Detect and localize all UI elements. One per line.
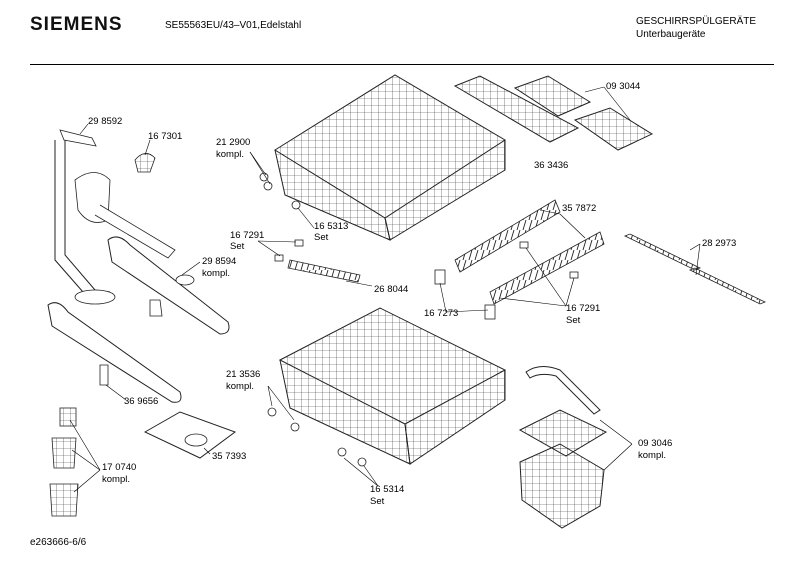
brand-logo: SIEMENS — [30, 14, 123, 35]
part-label-16-7291-b-sub: Set — [566, 315, 581, 326]
part-label-36-9656: 36 9656 — [124, 396, 159, 407]
lower-spray-arm — [47, 302, 182, 403]
part-label-16-7291-b: 16 7291 — [566, 303, 601, 314]
part-label-29-8592: 29 8592 — [88, 116, 123, 127]
filter-assembly — [49, 407, 79, 517]
part-label-16-5313: 16 5313 — [314, 221, 349, 232]
part-label-16-5314-sub: Set — [370, 496, 385, 507]
clip-parts — [274, 239, 579, 320]
upper-spray-arm — [107, 236, 230, 335]
part-label-35-7872: 35 7872 — [562, 203, 597, 214]
part-label-16-7291-a-sub: Set — [230, 241, 245, 252]
filter-cap-part — [134, 153, 156, 173]
part-label-09-3044: 09 3044 — [606, 81, 641, 92]
part-label-16-7301: 16 7301 — [148, 131, 183, 142]
part-label-21-3536: 21 3536 — [226, 369, 261, 380]
appliance-subcategory: Unterbaugeräte — [636, 29, 706, 40]
part-label-28-2973: 28 2973 — [702, 238, 737, 249]
part-label-36-3436: 36 3436 — [534, 160, 569, 171]
sieve-plate — [143, 411, 237, 459]
cutlery-basket — [518, 366, 608, 529]
tine-rows — [287, 199, 605, 305]
part-label-26-8044: 26 8044 — [374, 284, 409, 295]
upper-basket — [259, 74, 506, 241]
header-divider — [30, 64, 774, 65]
part-label-09-3046-sub: kompl. — [638, 450, 666, 461]
part-label-21-3536-sub: kompl. — [226, 381, 254, 392]
part-label-35-7393: 35 7393 — [212, 451, 247, 462]
document-id: e263666-6/6 — [30, 537, 87, 548]
part-label-29-8594-sub: kompl. — [202, 268, 230, 279]
cutlery-tray-36-3436 — [453, 75, 580, 143]
appliance-category: GESCHIRRSPÜLGERÄTE — [636, 16, 757, 27]
part-label-21-2900: 21 2900 — [216, 137, 251, 148]
part-label-17-0740-sub: kompl. — [102, 474, 130, 485]
part-label-16-7291-a: 16 7291 — [230, 230, 265, 241]
lower-basket — [267, 307, 507, 467]
spray-pipe — [54, 129, 176, 305]
rack-grid-09-3044 — [513, 75, 654, 151]
model-number: SE55563EU/43–V01,Edelstahl — [165, 20, 302, 31]
part-label-21-2900-sub: kompl. — [216, 149, 244, 160]
part-label-17-0740: 17 0740 — [102, 462, 137, 473]
part-label-16-7273: 16 7273 — [424, 308, 459, 319]
leader-lines — [69, 86, 701, 493]
part-label-29-8594: 29 8594 — [202, 256, 237, 267]
part-label-16-5313-sub: Set — [314, 232, 329, 243]
stepped-strips — [624, 233, 766, 305]
part-label-09-3046: 09 3046 — [638, 438, 673, 449]
part-label-16-5314: 16 5314 — [370, 484, 405, 495]
